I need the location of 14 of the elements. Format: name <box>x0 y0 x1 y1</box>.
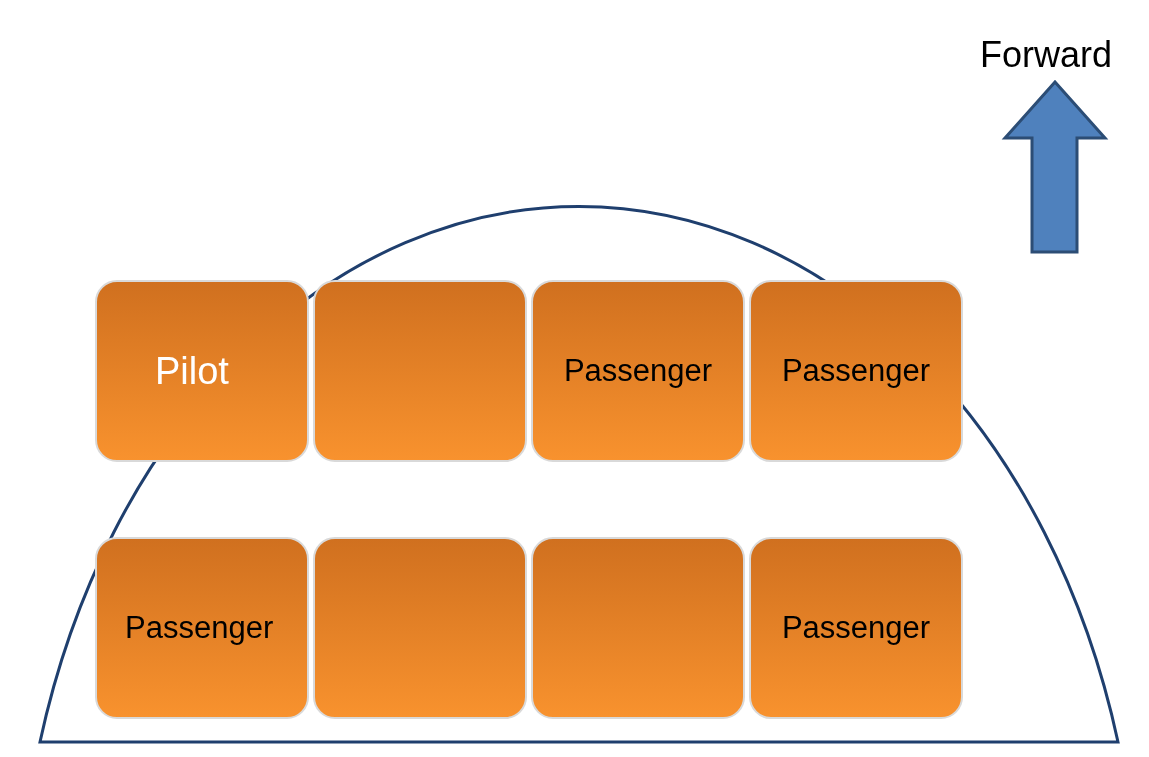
seat <box>95 537 309 719</box>
seat <box>531 537 745 719</box>
seat <box>531 280 745 462</box>
seat-label: Passenger <box>781 353 931 389</box>
seat <box>749 280 963 462</box>
direction-label: Forward <box>980 34 1113 76</box>
seat-label: Passenger <box>125 610 274 646</box>
seat <box>313 537 527 719</box>
seat <box>749 537 963 719</box>
seat-label: Passenger <box>781 610 931 646</box>
seat <box>313 280 527 462</box>
seat-label: Pilot <box>155 349 229 393</box>
seat-label: Passenger <box>563 353 713 389</box>
seat <box>95 280 309 462</box>
